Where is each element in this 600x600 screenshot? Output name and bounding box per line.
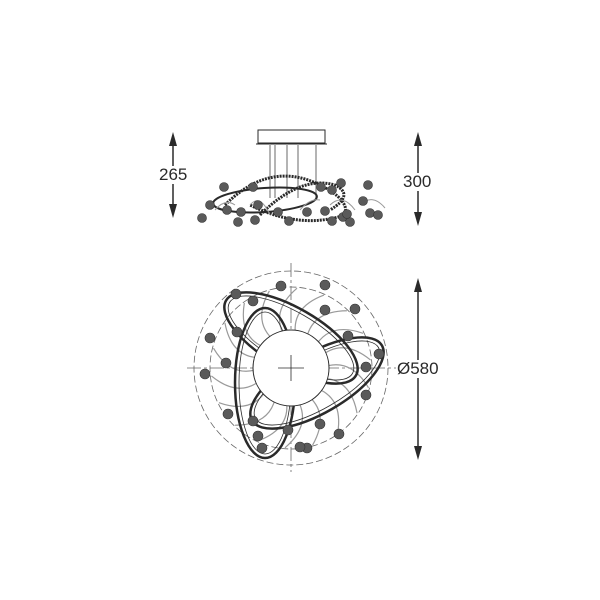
crystal-ball bbox=[219, 182, 229, 192]
crystal-ball bbox=[252, 430, 264, 442]
crystal-ball bbox=[199, 368, 211, 380]
crystal-ball bbox=[336, 178, 346, 188]
crystal-ball bbox=[231, 326, 243, 338]
crystal-ball bbox=[345, 217, 355, 227]
crystal-ball bbox=[365, 208, 375, 218]
crystal-ball bbox=[282, 424, 294, 436]
crystal-ball bbox=[363, 180, 373, 190]
crystal-ball bbox=[327, 185, 337, 195]
crystal-ball bbox=[333, 428, 345, 440]
crystal-ball bbox=[250, 215, 260, 225]
crystal-ball bbox=[373, 348, 385, 360]
crystal-ball bbox=[247, 415, 259, 427]
diameter-arrow-arrowhead-down bbox=[414, 446, 422, 460]
crystal-ball bbox=[230, 288, 242, 300]
wire bbox=[214, 201, 236, 211]
side-view bbox=[197, 129, 386, 227]
crystal-ball bbox=[236, 207, 246, 217]
canopy bbox=[257, 129, 326, 144]
crystal-ball bbox=[284, 216, 294, 226]
crystal-ball bbox=[319, 304, 331, 316]
crystal-ball bbox=[349, 303, 361, 315]
crystal-ball bbox=[247, 295, 259, 307]
crystal-ball bbox=[294, 441, 306, 453]
diameter-arrow-arrowhead-up bbox=[414, 278, 422, 292]
diameter-label: Ø580 bbox=[396, 359, 440, 378]
height-max-arrow-arrowhead-up bbox=[414, 132, 422, 146]
crystal-ball bbox=[342, 330, 354, 342]
crystal-ball bbox=[205, 200, 215, 210]
height-max-label: 300 bbox=[402, 172, 433, 191]
crystal-ball bbox=[197, 213, 207, 223]
height-min-label: 265 bbox=[158, 165, 189, 184]
crystal-ball bbox=[314, 418, 326, 430]
crystal-ball bbox=[204, 332, 216, 344]
crystal-ball bbox=[222, 205, 232, 215]
crystal-ball bbox=[233, 217, 243, 227]
height-max-arrow-arrowhead-down bbox=[414, 212, 422, 226]
crystal-ball bbox=[358, 196, 368, 206]
crystal-ball bbox=[327, 216, 337, 226]
crystal-ball bbox=[273, 207, 283, 217]
height-min-arrow-arrowhead-up bbox=[169, 132, 177, 146]
crystal-ball bbox=[373, 210, 383, 220]
crystal-ball bbox=[253, 200, 263, 210]
crystal-ball bbox=[319, 279, 331, 291]
crystal-ball bbox=[222, 408, 234, 420]
height-min-arrow-arrowhead-down bbox=[169, 204, 177, 218]
crystal-ball bbox=[320, 206, 330, 216]
top-view bbox=[187, 263, 396, 472]
crystal-ball bbox=[316, 182, 326, 192]
crystal-ball bbox=[360, 389, 372, 401]
crystal-ball bbox=[220, 357, 232, 369]
crystal-ball bbox=[360, 361, 372, 373]
crystal-ball bbox=[302, 207, 312, 217]
crystal-ball bbox=[256, 442, 268, 454]
crystal-ball bbox=[342, 209, 352, 219]
crystal-ball bbox=[248, 182, 258, 192]
wire bbox=[329, 199, 356, 211]
crystal-ball bbox=[275, 280, 287, 292]
wire bbox=[299, 199, 321, 211]
dimension-arrows bbox=[169, 132, 422, 460]
